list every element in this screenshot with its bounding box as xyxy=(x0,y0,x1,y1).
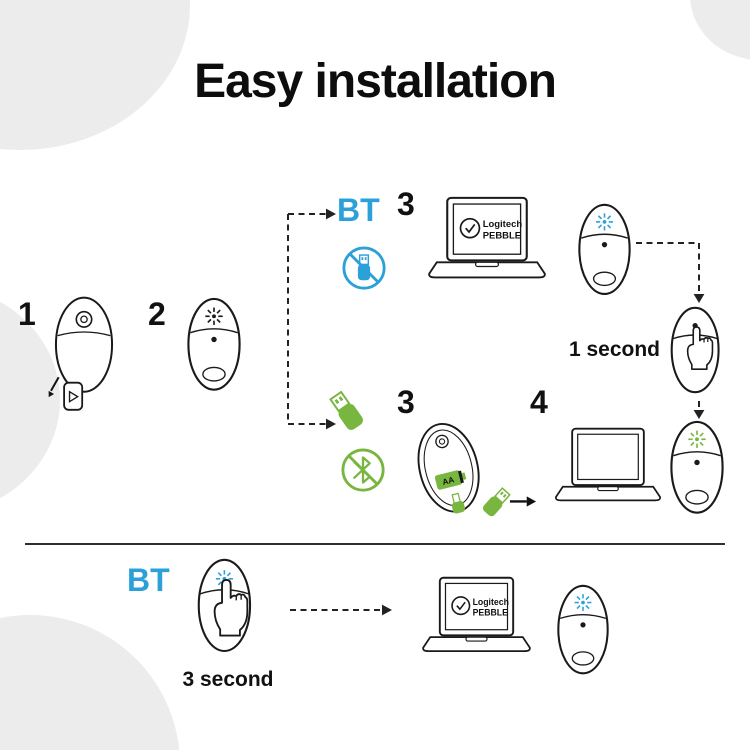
led-blink-icon xyxy=(688,430,706,448)
step-number-4: 4 xyxy=(530,384,548,420)
mouse-battery-compartment-icon: AA xyxy=(417,422,480,514)
mouse-press-hand-icon xyxy=(670,306,720,394)
laptop-pairing-icon: Logitech PEBBLE xyxy=(428,196,546,279)
led-blink-icon xyxy=(595,213,614,231)
pull-arrow-icon xyxy=(48,376,60,398)
laptop-model-text: PEBBLE xyxy=(483,231,521,242)
battery-icon: AA xyxy=(434,470,467,490)
sensor-icon xyxy=(435,434,449,449)
laptop-brand-text: Logitech xyxy=(483,219,523,230)
laptop-model-text: PEBBLE xyxy=(473,607,509,617)
background-blob xyxy=(0,615,180,750)
mouse-receiver-removal-icon xyxy=(48,296,114,411)
mouse-blue-led-icon xyxy=(578,203,631,296)
scroll-wheel-icon xyxy=(75,310,93,328)
laptop-pairing-icon: Logitech PEBBLE xyxy=(422,576,531,652)
no-usb-receiver-icon xyxy=(342,246,386,290)
no-bluetooth-icon xyxy=(341,448,385,492)
usb-receiver-icon xyxy=(482,487,511,517)
laptop-brand-text: Logitech xyxy=(473,597,509,607)
three-second-label: 3 second xyxy=(182,668,274,691)
arrow-right-icon xyxy=(509,496,537,507)
check-icon xyxy=(459,217,481,239)
step-number-2: 2 xyxy=(148,296,166,332)
mouse-green-led-icon xyxy=(670,420,724,514)
step-number-1: 1 xyxy=(18,296,36,332)
one-second-label: 1 second xyxy=(568,338,660,361)
usb-receiver-icon xyxy=(329,390,363,430)
background-blob xyxy=(690,0,750,60)
stored-receiver-icon xyxy=(451,492,465,514)
laptop-icon xyxy=(554,427,662,502)
battery-label: AA xyxy=(441,474,455,487)
mouse-blue-led-icon xyxy=(557,584,609,675)
led-blink-icon xyxy=(205,307,223,325)
hand-icon xyxy=(213,579,249,637)
step-number-3-usb: 3 xyxy=(397,384,415,420)
section-divider xyxy=(25,543,725,545)
hand-icon xyxy=(686,326,714,371)
page-title: Easy installation xyxy=(194,55,557,108)
mouse-press-hand-icon xyxy=(197,558,252,653)
check-icon xyxy=(451,596,471,616)
usb-receiver-icon xyxy=(63,381,84,411)
bt-bottom-label: BT xyxy=(127,562,170,598)
led-blink-icon xyxy=(574,594,592,611)
bt-branch-label: BT xyxy=(337,192,380,228)
mouse-power-led-icon xyxy=(187,297,241,391)
step-number-3-bt: 3 xyxy=(397,186,415,222)
